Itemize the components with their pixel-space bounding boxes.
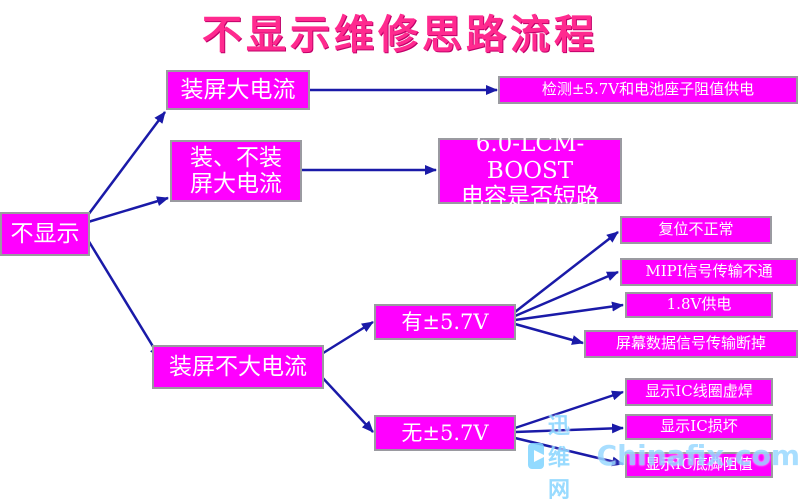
arrow-no-to-damaged	[514, 423, 624, 434]
arrow-notlarge-to-has	[319, 320, 374, 357]
node-check-57v: 检测±5.7V和电池座子阻值供电	[498, 76, 798, 104]
arrow-no-to-coil	[514, 390, 624, 430]
arrow-has-to-screen	[514, 322, 584, 345]
node-screen-data: 屏幕数据信号传输断掉	[584, 330, 798, 358]
watermark-en: Chinafix.com	[596, 439, 800, 472]
arrow-notlarge-to-no	[319, 374, 374, 433]
watermark: 迅维网 Chinafix.com	[528, 414, 800, 503]
arrow-has-to-reset	[514, 231, 619, 313]
node-18v: 1.8V供电	[625, 292, 773, 318]
node-with-without-large-current: 装、不装 屏大电流	[170, 140, 302, 202]
node-large-current: 装屏大电流	[166, 70, 310, 110]
node-no-display: 不显示	[0, 212, 90, 256]
arrow-has-to-18v	[514, 301, 624, 322]
node-has-57v: 有±5.7V	[374, 304, 516, 340]
play-logo-icon	[528, 442, 546, 469]
node-mipi: MIPI信号传输不通	[620, 258, 798, 286]
node-ic-bottom: 显示IC底脚阻值	[625, 452, 773, 478]
node-ic-coil: 显示IC线圈虚焊	[625, 378, 773, 406]
node-no-57v: 无±5.7V	[374, 415, 516, 451]
arrow-root-to-notlarge	[86, 239, 162, 359]
node-boost-cap: 6.0-LCM-BOOST 电容是否短路	[438, 131, 622, 210]
node-reset-abnormal: 复位不正常	[620, 216, 772, 244]
flow-arrows	[86, 85, 624, 467]
arrow-no-to-bottom	[514, 436, 624, 467]
diagram-title: 不显示维修思路流程	[202, 11, 598, 58]
node-not-large-current: 装屏不大电流	[152, 345, 324, 389]
arrow-has-to-mipi	[514, 270, 619, 318]
node-ic-damaged: 显示IC损坏	[625, 414, 773, 440]
arrow-root-to-mid	[87, 196, 169, 224]
watermark-cn: 迅维网	[548, 413, 571, 503]
arrow-root-to-large	[86, 111, 167, 216]
